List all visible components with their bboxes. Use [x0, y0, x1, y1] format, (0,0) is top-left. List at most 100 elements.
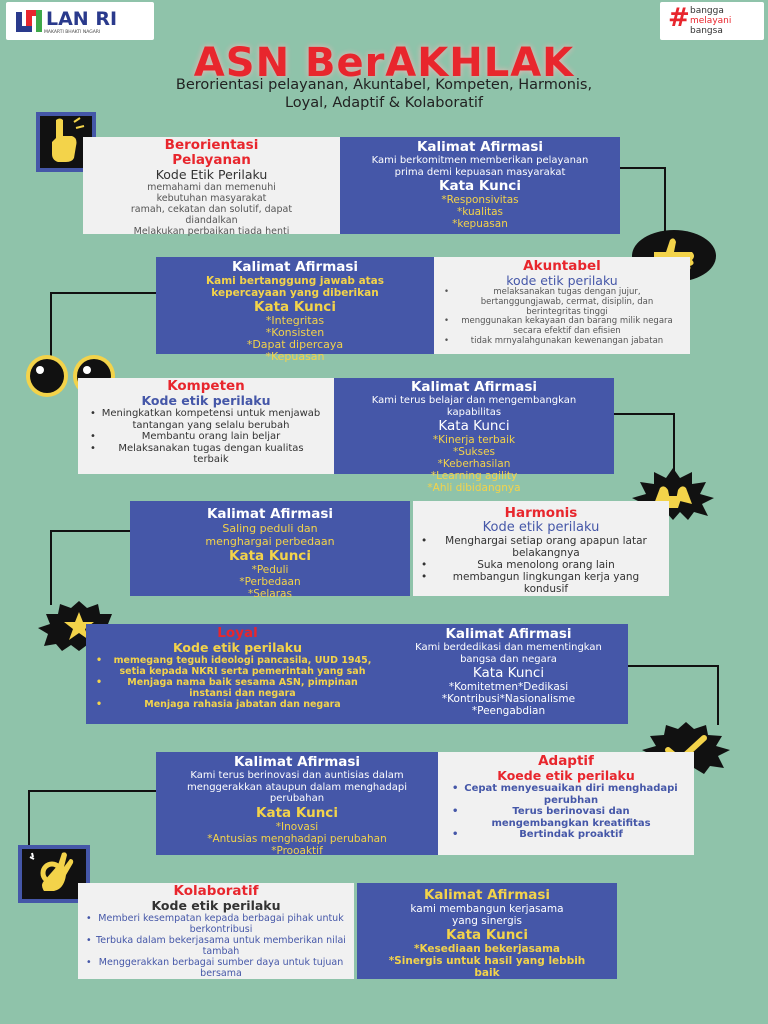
kode-item: Membantu orang lain beljar [90, 431, 322, 443]
harmonis-kode-panel: Harmonis Kode etik perilaku Menghargai s… [413, 501, 669, 596]
kunci-label: Kata Kunci [472, 665, 545, 681]
adaptif-afirmasi-panel: Kalimat Afirmasi Kami terus berinovasi d… [156, 752, 438, 857]
kolaboratif-afirmasi-panel: Kalimat Afirmasi kami membangun kerjasam… [357, 883, 617, 979]
afirmasi-text: Kami berdedikasi dan mementingkan bangsa… [415, 642, 602, 665]
kode-list: memegang teguh ideologi pancasila, UUD 1… [86, 655, 389, 710]
kunci-label: Kata Kunci [439, 178, 521, 194]
kode-item: Cepat menyesuaikan diri menghadapi perub… [452, 783, 680, 806]
section-title: Kompeten [167, 378, 245, 394]
section-title: Pelayanan [172, 152, 251, 168]
hashtag-icon: # [668, 3, 690, 33]
bangga-melayani-bangsa-logo: # bangga melayani bangsa [660, 2, 764, 40]
connector-line [673, 413, 675, 473]
kode-label: Kode etik perilaku [151, 898, 281, 913]
connector-line [614, 413, 674, 415]
logo-line: bangga [690, 6, 724, 16]
kode-label: Kode Etik Perilaku [155, 167, 268, 182]
logo-line: melayani [690, 16, 732, 26]
kunci-item: *Peengabdian [471, 705, 546, 717]
page-subtitle: Berorientasi pelayanan, Akuntabel, Kompe… [175, 77, 593, 111]
loyal-afirmasi-panel: Kalimat Afirmasi Kami berdedikasi dan me… [389, 624, 628, 724]
kunci-item: *Integritas [265, 314, 325, 327]
kode-item: menggunakan kekayaan dan barang milik ne… [444, 317, 680, 337]
kode-item: Bertindak proaktif [452, 829, 680, 841]
section-title: Kolaboratif [173, 883, 259, 899]
afirmasi-label: Kalimat Afirmasi [423, 887, 551, 903]
afirmasi-text: Kami terus belajar dan mengembangkan kap… [371, 395, 577, 418]
section-title: Loyal [217, 625, 258, 641]
kunci-item: *Selaras [248, 588, 292, 600]
logo-line: bangsa [690, 26, 723, 36]
connector-line [50, 292, 156, 294]
kode-item: membangun lingkungan kerja yang kondusif [421, 571, 661, 595]
kode-label: Koede etik perilaku [497, 768, 635, 783]
afirmasi-label: Kalimat Afirmasi [206, 506, 334, 522]
pelayanan-kode-panel: Berorientasi Pelayanan Kode Etik Perilak… [83, 137, 340, 237]
akuntabel-afirmasi-panel: Kalimat Afirmasi Kami bertanggung jawab … [156, 257, 434, 363]
akuntabel-kode-panel: Akuntabel kode etik perilaku melaksanaka… [434, 257, 690, 354]
kunci-item: *Sinergis untuk hasil yang lebbih baik [388, 955, 586, 979]
section-title: Akuntabel [523, 258, 601, 274]
kode-item: Terbuka dalam bekerjasama untuk memberik… [86, 935, 346, 957]
logo-text: LAN RI [46, 8, 118, 30]
kunci-item: *Learning agility [430, 470, 518, 482]
kunci-item: *Kepuasan [265, 350, 325, 363]
ok-hand-icon [18, 845, 90, 903]
afirmasi-text: Kami berkomitmen memberikan pelayanan pr… [371, 155, 589, 178]
afirmasi-text: Kami bertanggung jawab atas kepercayaan … [205, 275, 385, 299]
connector-line [50, 530, 52, 605]
kode-list: melaksanakan tugas dengan jujur, bertang… [434, 287, 690, 347]
kode-list: Cepat menyesuaikan diri menghadapi perub… [438, 783, 694, 841]
afirmasi-text: kami membangun kerjasama yang sinergis [410, 903, 564, 927]
connector-line [50, 530, 130, 532]
kode-item: Meningkatkan kompetensi untuk menjawab t… [90, 408, 322, 431]
connector-line [50, 292, 52, 360]
afirmasi-label: Kalimat Afirmasi [445, 626, 572, 642]
afirmasi-label: Kalimat Afirmasi [410, 379, 538, 395]
kunci-item: *Kinerja terbaik [432, 434, 516, 446]
kunci-item: *Antusias menghadapi perubahan [207, 832, 387, 845]
kunci-item: *Kesediaan bekerjasama [413, 943, 561, 955]
kode-item: Memberi kesempatan kepada berbagai pihak… [86, 913, 346, 935]
page-title: ASN BerAKHLAK [193, 40, 575, 86]
harmonis-afirmasi-panel: Kalimat Afirmasi Saling peduli dan mengh… [130, 501, 410, 600]
afirmasi-label: Kalimat Afirmasi [416, 139, 544, 155]
connector-line [28, 790, 156, 792]
afirmasi-text: Saling peduli dan menghargai perbedaan [205, 522, 335, 548]
section-title: Adaptif [538, 753, 594, 769]
kode-item: memegang teguh ideologi pancasila, UUD 1… [96, 655, 379, 677]
kolaboratif-kode-panel: Kolaboratif Kode etik perilaku Memberi k… [78, 883, 354, 979]
connector-line [620, 167, 665, 169]
kunci-item: *Ahli dibidangnya [427, 482, 521, 494]
kode-item: Melakukan perbaikan tiada henti [133, 226, 290, 237]
loyal-kode-panel: Loyal Kode etik perilaku memegang teguh … [86, 624, 389, 724]
kode-item: melaksanakan tugas dengan jujur, bertang… [444, 287, 680, 317]
kode-item: Menjaga rahasia jabatan dan negara [96, 699, 379, 710]
lan-ri-logo: LAN RI MAKARTI BHAKTI NAGARI [6, 2, 154, 40]
logo-tagline: MAKARTI BHAKTI NAGARI [44, 30, 101, 35]
kode-label: Kode etik perilaku [172, 640, 303, 655]
kunci-item: *Inovasi [275, 820, 319, 833]
kode-label: Kode etik perilaku [482, 520, 600, 535]
pelayanan-afirmasi-panel: Kalimat Afirmasi Kami berkomitmen member… [340, 137, 620, 234]
kode-item: Suka menolong orang lain [421, 559, 661, 571]
kode-list: Menghargai setiap orang apapun latar bel… [413, 535, 669, 595]
connector-line [628, 665, 718, 667]
kunci-item: *Prooaktif [271, 844, 323, 857]
afirmasi-text: Kami terus berinovasi dan auntisias dala… [186, 770, 408, 804]
kunci-item: *Sukses [452, 446, 496, 458]
kode-item: Menjaga nama baik sesama ASN, pimpinan i… [96, 677, 379, 699]
kunci-item: *Keberhasilan [437, 458, 511, 470]
kunci-label: Kata Kunci [254, 299, 336, 315]
afirmasi-label: Kalimat Afirmasi [231, 259, 359, 275]
kode-item: Menghargai setiap orang apapun latar bel… [421, 535, 661, 559]
adaptif-kode-panel: Adaptif Koede etik perilaku Cepat menyes… [438, 752, 694, 855]
connector-line [28, 790, 30, 845]
kode-item: Melaksanakan tugas dengan kualitas terba… [90, 443, 322, 466]
kompeten-kode-panel: Kompeten Kode etik perilaku Meningkatkan… [78, 378, 334, 474]
kode-label: Kode etik perilaku [141, 393, 271, 408]
kode-list: Meningkatkan kompetensi untuk menjawab t… [78, 408, 334, 466]
kunci-item: *Perbedaan [239, 576, 301, 588]
kunci-item: *Responsivitas [441, 194, 519, 206]
kode-item: Menggerakkan berbagai sumber daya untuk … [86, 957, 346, 979]
